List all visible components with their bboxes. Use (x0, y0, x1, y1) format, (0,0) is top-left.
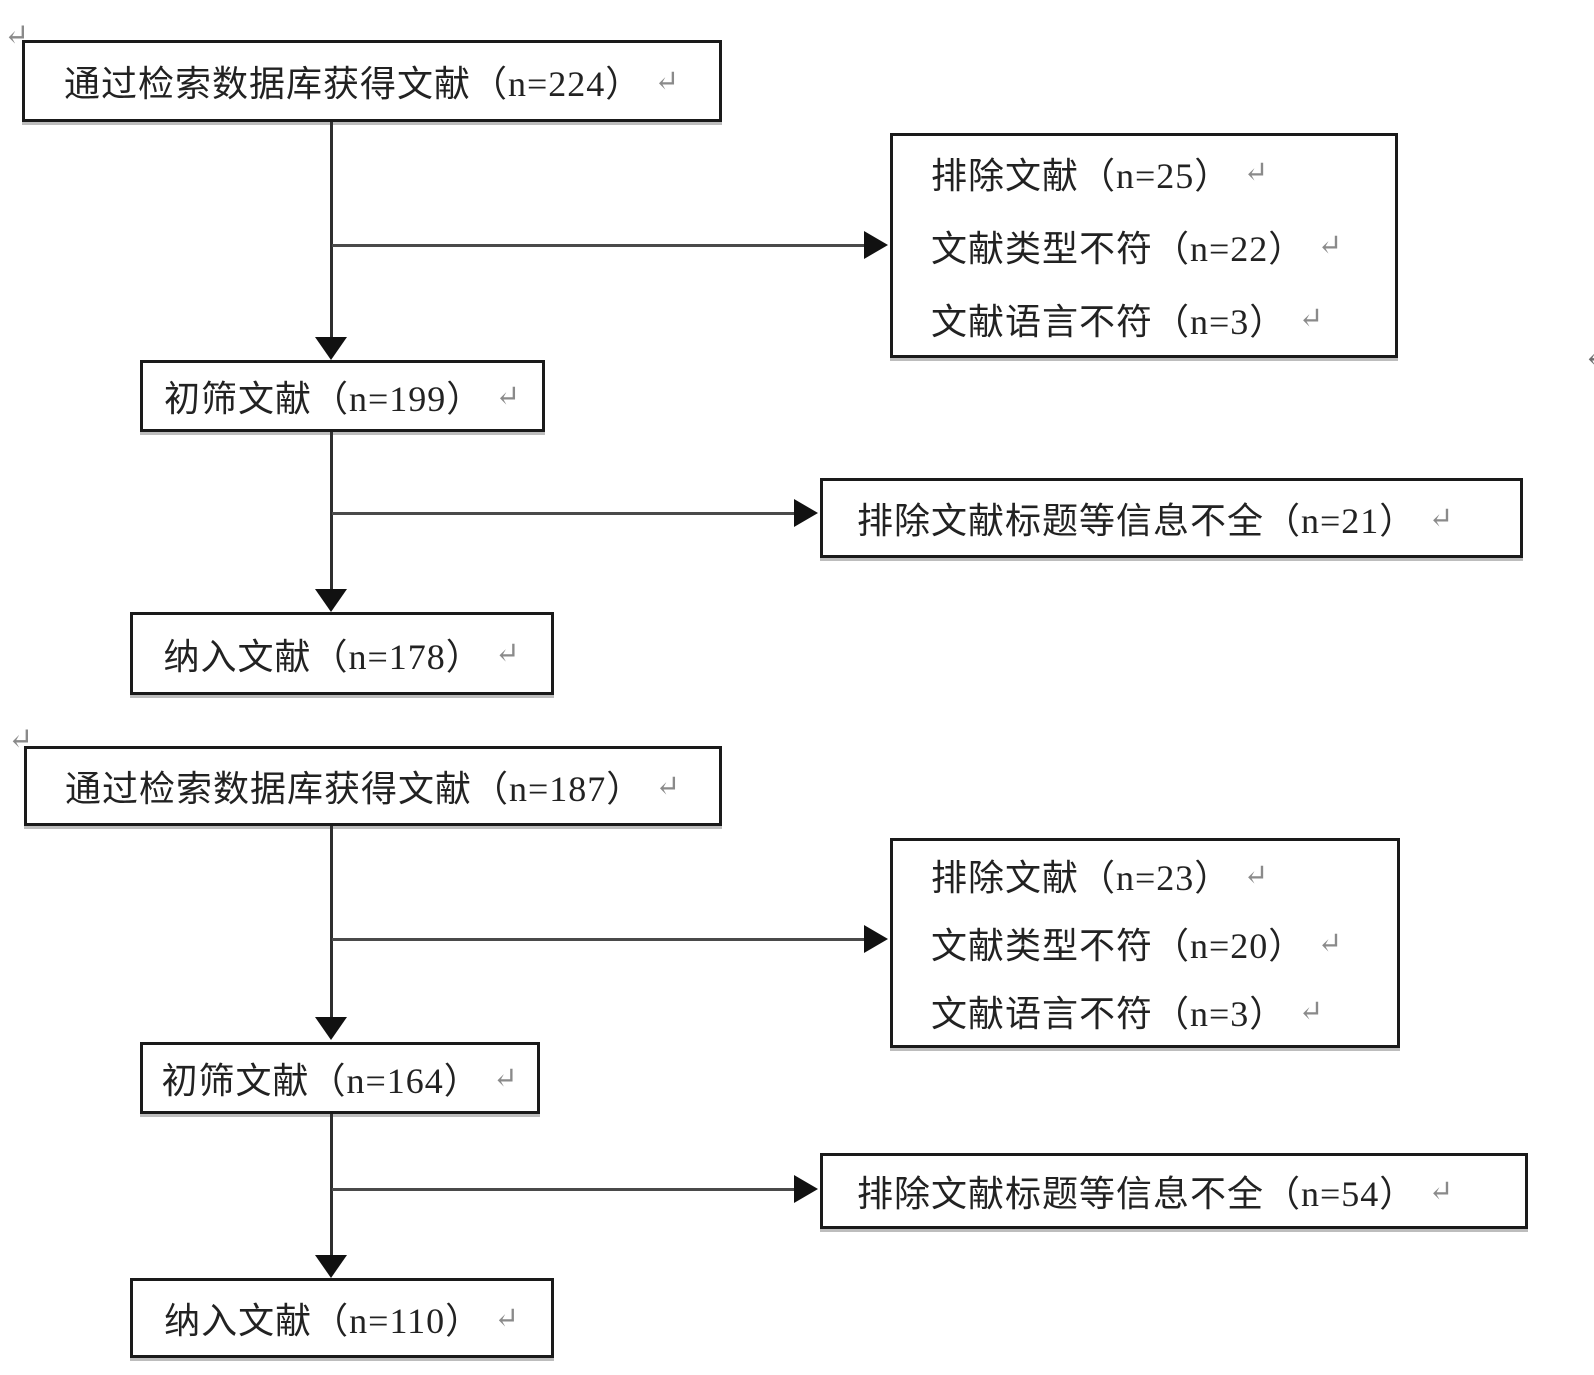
flow2-connector-down-1 (330, 826, 333, 1020)
flow1-connector-down-2 (330, 432, 333, 590)
return-mark-icon: ↵ (1317, 230, 1344, 262)
flow1-arrowhead-down-1-icon (315, 337, 347, 360)
flow1-exclusion-line-1: 排除文献（n=25） (931, 155, 1232, 196)
flow2-arrowhead-right-1-icon (864, 925, 888, 953)
flow1-arrowhead-down-2-icon (315, 589, 347, 612)
flow2-included-label: 纳入文献（n=110） (164, 1301, 483, 1341)
flow2-exclusion-line-1: 排除文献（n=23） (931, 858, 1232, 898)
flow1-exclusion-single-label: 排除文献标题等信息不全（n=21） (857, 501, 1417, 541)
flow1-exclusion-group-box: 排除文献（n=25） ↵ 文献类型不符（n=22） ↵ 文献语言不符（n=3） … (890, 133, 1398, 358)
flow1-arrowhead-right-1-icon (864, 231, 888, 259)
flow2-arrowhead-down-1-icon (315, 1017, 347, 1040)
flow2-connector-down-2 (330, 1114, 333, 1256)
flow1-arrowhead-right-2-icon (794, 499, 818, 527)
flow2-exclusion-line-3: 文献语言不符（n=3） (931, 994, 1287, 1034)
flow2-screened-label: 初筛文献（n=164） (161, 1061, 481, 1101)
return-mark-icon: ↵ (1428, 1175, 1455, 1208)
flow2-source-box: 通过检索数据库获得文献（n=187） ↵ (24, 746, 722, 826)
flow1-screened-label: 初筛文献（n=199） (163, 379, 484, 419)
flow1-included-label: 纳入文献（n=178） (163, 636, 483, 677)
exclusion-line: 排除文献（n=23） ↵ (931, 849, 1269, 901)
flow1-connector-right-1 (332, 244, 868, 247)
exclusion-line: 文献类型不符（n=20） ↵ (931, 917, 1343, 969)
flow1-connector-down-1 (330, 122, 333, 340)
return-mark-icon: ↵ (1243, 859, 1270, 892)
flow2-exclusion-line-2: 文献类型不符（n=20） (931, 926, 1306, 966)
return-mark-icon: ↵ (1298, 995, 1325, 1028)
flow2-exclusion-group-box: 排除文献（n=23） ↵ 文献类型不符（n=20） ↵ 文献语言不符（n=3） … (890, 838, 1400, 1048)
flow2-source-label: 通过检索数据库获得文献（n=187） (64, 769, 644, 809)
return-mark-icon: ↵ (1243, 157, 1270, 189)
clipped-return-mark: ↵ (1584, 340, 1594, 375)
return-mark-icon: ↵ (655, 770, 682, 803)
return-mark-icon: ↵ (1298, 303, 1325, 335)
return-mark-icon: ↵ (1428, 502, 1455, 535)
return-mark-icon: ↵ (494, 1302, 520, 1335)
flow1-connector-right-2 (332, 512, 794, 515)
flow2-connector-right-2 (332, 1188, 794, 1191)
exclusion-line: 排除文献（n=25） ↵ (931, 147, 1269, 199)
flow1-exclusion-line-3: 文献语言不符（n=3） (931, 301, 1287, 342)
flow2-arrowhead-right-2-icon (794, 1175, 818, 1203)
return-mark-icon: ↵ (492, 1062, 519, 1095)
flow1-source-label: 通过检索数据库获得文献（n=224） (63, 64, 643, 104)
flow1-source-box: 通过检索数据库获得文献（n=224） ↵ (22, 40, 722, 122)
exclusion-line: 文献类型不符（n=22） ↵ (931, 220, 1343, 272)
flow1-exclusion-line-2: 文献类型不符（n=22） (931, 228, 1306, 269)
exclusion-line: 文献语言不符（n=3） ↵ (931, 985, 1324, 1037)
flow1-screened-box: 初筛文献（n=199） ↵ (140, 360, 545, 432)
return-mark-icon: ↵ (654, 65, 681, 98)
flow2-exclusion-single-label: 排除文献标题等信息不全（n=54） (857, 1174, 1417, 1214)
flow2-exclusion-single-box: 排除文献标题等信息不全（n=54） ↵ (820, 1153, 1528, 1229)
flow1-included-box: 纳入文献（n=178） ↵ (130, 612, 554, 695)
return-mark-icon: ↵ (495, 380, 522, 413)
return-mark-icon: ↵ (1317, 927, 1344, 960)
flow2-arrowhead-down-2-icon (315, 1255, 347, 1278)
exclusion-line: 文献语言不符（n=3） ↵ (931, 293, 1324, 345)
flow2-screened-box: 初筛文献（n=164） ↵ (140, 1042, 540, 1114)
flow1-exclusion-single-box: 排除文献标题等信息不全（n=21） ↵ (820, 478, 1523, 558)
flow2-included-box: 纳入文献（n=110） ↵ (130, 1278, 554, 1358)
return-mark-icon: ↵ (494, 638, 521, 670)
flow2-connector-right-1 (332, 938, 868, 941)
